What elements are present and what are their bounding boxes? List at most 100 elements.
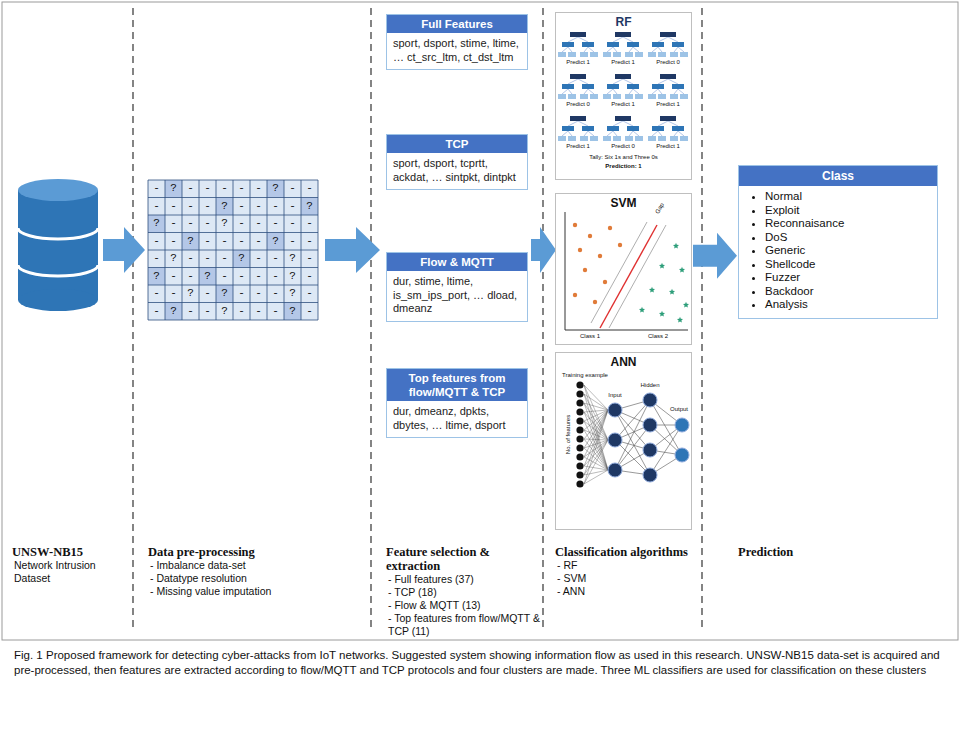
ann-label: No. of features — [565, 395, 572, 475]
tally-note: Tally: Six 1s and Three 0s — [560, 154, 687, 161]
feature-list: sport, dsport, stime, ltime, … ct_src_lt… — [387, 33, 527, 69]
column-item: - Full features (37) — [386, 573, 541, 586]
database-body — [18, 190, 98, 300]
tree-leaf — [603, 52, 611, 57]
column-heading: UNSW-NB15 — [12, 545, 130, 559]
feature-input — [576, 444, 583, 451]
column-caption: Prediction — [738, 545, 938, 559]
decision-tree — [603, 74, 643, 99]
tree-branch — [588, 89, 594, 94]
axis-line — [565, 212, 566, 330]
tree-leaf — [590, 52, 598, 57]
panel-title: ANN — [556, 353, 691, 369]
column-item: - Datatype resolution — [148, 572, 363, 585]
class-box: ClassNormalExploitReconnaisanceDoSGeneri… — [738, 165, 938, 319]
separator-line — [542, 8, 543, 632]
ann-link — [584, 410, 608, 457]
output-neuron — [675, 448, 689, 462]
ann-link — [584, 394, 608, 410]
class1-point — [578, 248, 582, 252]
box-heading: Class — [739, 166, 937, 186]
decision-tree — [558, 32, 598, 57]
column-heading: Prediction — [738, 545, 938, 559]
figure-frame — [2, 2, 958, 640]
feature-box: Full Featuressport, dsport, stime, ltime… — [386, 14, 528, 70]
ann-link — [584, 457, 608, 470]
class-item: Fuzzer — [765, 271, 931, 285]
feature-input — [576, 408, 583, 415]
tree-leaf — [635, 136, 643, 141]
column-heading: Feature selection & extraction — [386, 545, 541, 573]
tree-leaf — [625, 52, 633, 57]
tree-branch — [568, 89, 572, 94]
tree-node — [582, 126, 594, 131]
column-item: - SVM — [555, 572, 695, 585]
column-item: - Missing value imputation — [148, 585, 363, 598]
tree-leaf — [558, 52, 566, 57]
class2-point — [669, 289, 675, 295]
tree-branch — [674, 89, 678, 94]
tree-node — [627, 84, 639, 89]
tree-leaf — [590, 94, 598, 99]
ann-link — [584, 440, 608, 475]
column-caption: UNSW-NB15Network Intrusion Dataset — [12, 545, 130, 585]
grid-row: --?----?-- — [153, 233, 323, 251]
class-label: Class 1 — [572, 333, 608, 340]
tree-branch — [568, 121, 578, 126]
block-arrow — [325, 227, 380, 273]
column-caption: Classification algorithms- RF- SVM- ANN — [555, 545, 695, 598]
svm-plot — [565, 212, 689, 330]
class-item: Reconnaisance — [765, 217, 931, 231]
tree-branch — [633, 89, 639, 94]
tree-branch — [623, 121, 633, 126]
tree-leaf — [590, 136, 598, 141]
tree-branch — [613, 131, 617, 136]
feature-input — [576, 390, 583, 397]
block-arrow — [693, 233, 737, 279]
class2-point — [683, 302, 689, 308]
tree-leaf — [568, 136, 576, 141]
tree-node — [615, 32, 631, 37]
tree-branch — [568, 79, 578, 84]
tree-leaf — [625, 136, 633, 141]
grid-line — [148, 215, 318, 216]
tree-branch — [613, 37, 623, 42]
decision-tree — [558, 74, 598, 99]
tree-branch — [588, 131, 594, 136]
tree-node — [652, 84, 664, 89]
tree-leaf — [680, 52, 688, 57]
tree-node — [562, 84, 574, 89]
tree-branch — [623, 79, 633, 84]
tree-leaf — [613, 94, 621, 99]
panel-title: RF — [556, 13, 691, 29]
tree-branch — [674, 47, 678, 52]
ann-link — [584, 410, 608, 484]
grid-row: -?-----?-- — [153, 180, 323, 198]
margin-line — [591, 222, 647, 323]
class1-point — [598, 254, 602, 258]
ann-link — [584, 421, 608, 440]
tree-node — [627, 42, 639, 47]
grid-row: ?--?----?- — [153, 268, 323, 286]
input-neuron — [608, 403, 622, 417]
grid-line — [148, 302, 318, 303]
tree-node — [570, 116, 586, 121]
tree-branch — [584, 47, 588, 52]
tree-branch — [613, 79, 623, 84]
column-heading: Data pre-processing — [148, 545, 363, 559]
tree-node — [627, 126, 639, 131]
tree-branch — [607, 89, 613, 94]
tree-branch — [668, 79, 678, 84]
decision-tree — [603, 32, 643, 57]
feature-input — [576, 426, 583, 433]
output-neuron — [675, 418, 689, 432]
connector-arrow — [693, 233, 737, 279]
tree-branch — [629, 131, 633, 136]
ann-link — [584, 448, 608, 470]
figure-caption: Fig. 1 Proposed framework for detecting … — [14, 648, 944, 678]
column-heading: Classification algorithms — [555, 545, 695, 559]
tree-prediction: Predict 1 — [648, 143, 688, 150]
tree-branch — [658, 79, 668, 84]
tree-branch — [658, 121, 668, 126]
